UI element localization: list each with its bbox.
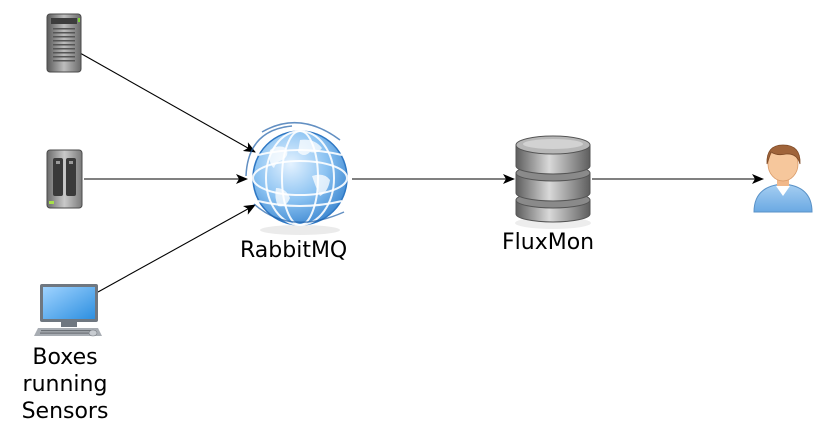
boxes-label-line-2: running	[22, 372, 108, 397]
edge-tower-to-rabbitmq	[79, 52, 256, 153]
edge-boxes-to-rabbitmq	[97, 204, 256, 293]
boxes-label-line-1: Boxes	[32, 345, 98, 370]
fluxmon-label: FluxMon	[502, 230, 595, 255]
nas-server-icon	[46, 149, 83, 209]
desktop-computer-icon	[34, 284, 102, 337]
rabbitmq-label: RabbitMQ	[240, 238, 348, 263]
boxes-label-line-3: Sensors	[21, 399, 109, 424]
globe-icon	[245, 121, 348, 235]
edges	[79, 52, 764, 293]
database-icon	[515, 135, 591, 229]
user-icon	[753, 144, 813, 213]
tower-server-icon	[46, 13, 82, 73]
boxes-running-sensors-label: Boxes running Sensors	[10, 344, 120, 425]
